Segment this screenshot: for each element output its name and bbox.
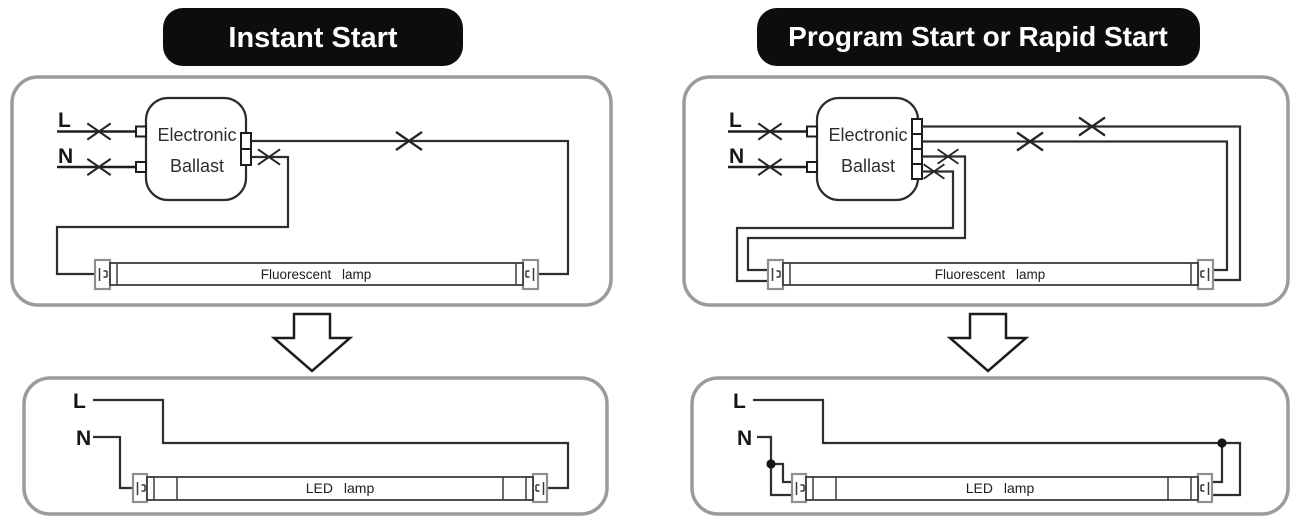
neutral-label: N [729,145,744,168]
lamp-wire-bottom [55,155,290,276]
banner-instant-start: Instant Start [163,8,463,66]
led-lamp: LED lamp [790,472,1214,504]
live-label: L [733,390,746,413]
panel-program-start-fluorescent: L N Electronic Ballast Fluores [682,75,1290,307]
panel-instant-start-fluorescent: L N Electronic Ballast Fluorescent lamp [10,75,613,307]
neutral-label: N [76,427,91,450]
junction-dot [766,459,776,469]
lamp-tube [782,262,1199,286]
ballast-label-line1: Electronic [828,125,907,145]
live-branch-wire [1212,443,1224,484]
junction-dot [1217,438,1227,448]
live-wire [753,398,1242,497]
led-lamp-label: LED lamp [966,480,1035,496]
live-wire [93,398,570,490]
lamp-wire-4 [735,170,955,283]
ballast-terminal [911,148,923,165]
lamp-tube [805,476,1199,501]
lamp-socket-right [1196,472,1214,504]
lamp-tube [109,262,524,286]
ballast-terminal [135,161,147,173]
fluorescent-lamp: Fluorescent lamp [766,258,1215,291]
banner-program-rapid-start: Program Start or Rapid Start [757,8,1200,66]
banner-program-rapid-start-bg [757,8,1200,66]
fluorescent-lamp: Fluorescent lamp [93,258,540,291]
fluorescent-lamp-label: Fluorescent lamp [261,267,372,282]
neutral-label: N [737,427,752,450]
lamp-wire-3 [746,155,967,272]
ballast-terminal [806,161,818,173]
neutral-branch-wire [771,462,792,484]
banner-program-rapid-start-label: Program Start or Rapid Start [788,21,1168,52]
electronic-ballast-box [815,96,920,202]
neutral-label: N [58,145,73,168]
led-lamp-label: LED lamp [306,480,375,496]
ballast-terminal [240,132,252,150]
neutral-wire [93,435,133,490]
ballast-terminal [911,118,923,135]
live-label: L [729,109,742,132]
panel-program-start-led: L N LED lamp [690,376,1290,516]
lamp-wire-2 [922,140,1229,272]
live-label: L [73,390,86,413]
ballast-label-line2: Ballast [170,156,224,176]
ballast-label-line2: Ballast [841,156,895,176]
lamp-wire-1 [922,125,1242,282]
ballast-terminal [911,163,923,180]
down-arrow-icon [946,312,1030,373]
down-arrow-icon [270,312,354,373]
lamp-socket-right [531,472,549,504]
live-label: L [58,109,71,132]
led-lamp: LED lamp [131,472,549,504]
ballast-label-line1: Electronic [157,125,236,145]
fluorescent-lamp-label: Fluorescent lamp [935,267,1046,282]
electronic-ballast-box [144,96,248,202]
lamp-tube [146,476,534,501]
panel-instant-start-led: L N LED lamp [22,376,609,516]
banner-instant-start-label: Instant Start [228,22,398,54]
ballast-terminal [240,148,252,166]
ballast-terminal [911,133,923,150]
ballast-terminal [135,125,147,138]
banner-instant-start-bg [163,8,463,66]
ballast-terminal [806,125,818,138]
